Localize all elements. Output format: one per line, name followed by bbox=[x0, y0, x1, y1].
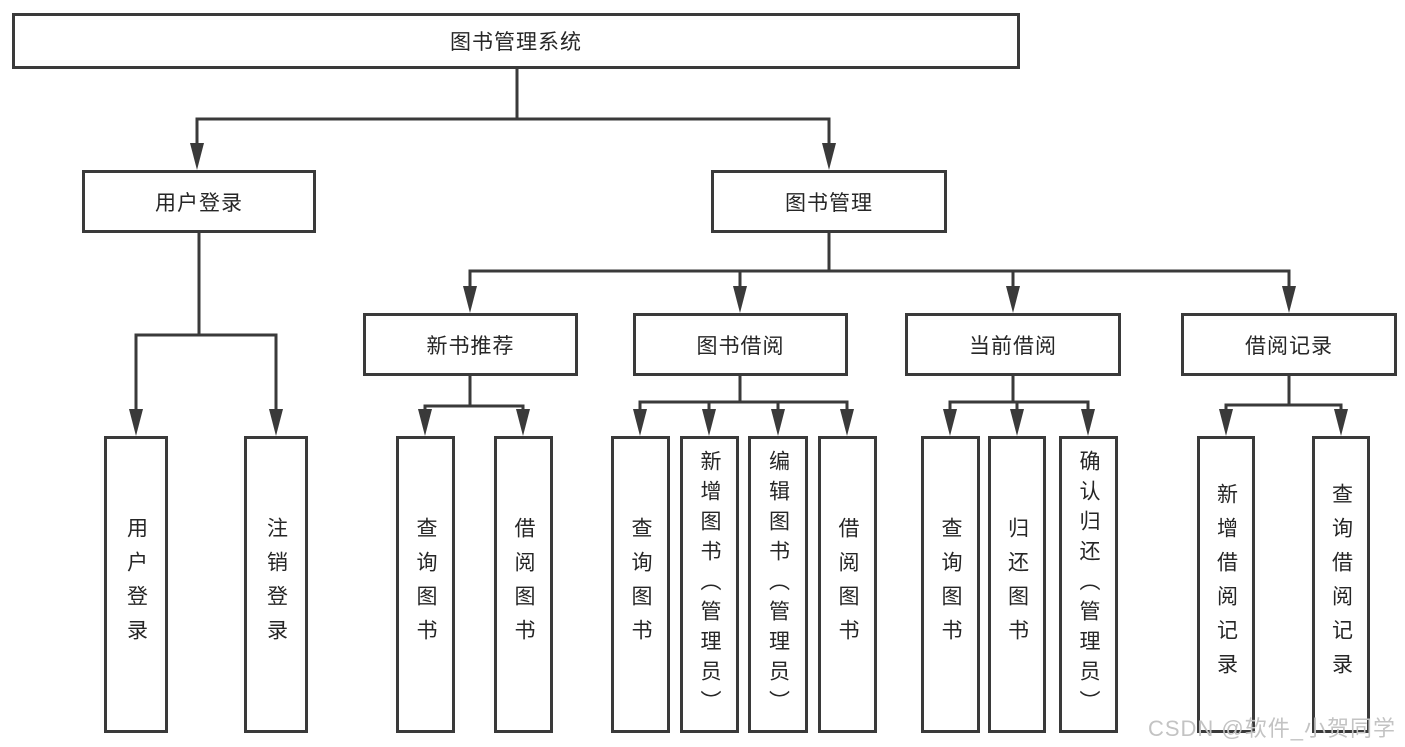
leaf-borrow-books-borrowing-label: 借阅图书 bbox=[836, 516, 859, 653]
node-user-login-label: 用户登录 bbox=[155, 191, 243, 215]
leaf-query-books-borrowing: 查询图书 bbox=[611, 436, 670, 733]
node-borrowing-records-label: 借阅记录 bbox=[1245, 334, 1333, 358]
node-new-book-recommend-label: 新书推荐 bbox=[426, 334, 515, 358]
leaf-return-books-label: 归还图书 bbox=[1005, 516, 1029, 653]
leaf-user-login-label: 用户登录 bbox=[124, 516, 148, 653]
leaf-query-borrow-record-label: 查询借阅记录 bbox=[1329, 482, 1353, 687]
leaf-edit-book-admin-label: 编辑图书（管理员） bbox=[766, 449, 790, 720]
leaf-add-borrow-record: 新增借阅记录 bbox=[1197, 436, 1255, 733]
leaf-query-books-current: 查询图书 bbox=[921, 436, 980, 733]
node-book-management: 图书管理 bbox=[711, 170, 947, 233]
node-library-system: 图书管理系统 bbox=[12, 13, 1020, 69]
leaf-borrow-books-recommend-label: 借阅图书 bbox=[512, 516, 535, 653]
node-book-borrowing: 图书借阅 bbox=[633, 313, 848, 376]
leaf-logout-login: 注销登录 bbox=[244, 436, 308, 733]
leaf-confirm-return-admin-label: 确认归还（管理员） bbox=[1077, 449, 1100, 720]
leaf-add-book-admin-label: 新增图书（管理员） bbox=[698, 449, 721, 720]
leaf-query-borrow-record: 查询借阅记录 bbox=[1312, 436, 1370, 733]
leaf-borrow-books-recommend: 借阅图书 bbox=[494, 436, 553, 733]
node-user-login: 用户登录 bbox=[82, 170, 316, 233]
leaf-query-books-recommend-label: 查询图书 bbox=[414, 516, 437, 653]
leaf-edit-book-admin: 编辑图书（管理员） bbox=[748, 436, 808, 733]
node-borrowing-records: 借阅记录 bbox=[1181, 313, 1397, 376]
node-current-borrowing-label: 当前借阅 bbox=[969, 334, 1057, 358]
leaf-logout-login-label: 注销登录 bbox=[264, 516, 288, 653]
leaf-user-login: 用户登录 bbox=[104, 436, 168, 733]
leaf-query-books-recommend: 查询图书 bbox=[396, 436, 455, 733]
leaf-query-books-current-label: 查询图书 bbox=[939, 516, 962, 653]
node-book-management-label: 图书管理 bbox=[785, 191, 873, 215]
leaf-add-book-admin: 新增图书（管理员） bbox=[680, 436, 739, 733]
leaf-return-books: 归还图书 bbox=[988, 436, 1046, 733]
node-new-book-recommend: 新书推荐 bbox=[363, 313, 578, 376]
leaf-confirm-return-admin: 确认归还（管理员） bbox=[1059, 436, 1118, 733]
leaf-add-borrow-record-label: 新增借阅记录 bbox=[1214, 482, 1238, 687]
node-book-borrowing-label: 图书借阅 bbox=[696, 334, 785, 358]
node-library-system-label: 图书管理系统 bbox=[450, 31, 582, 54]
watermark-text: CSDN @软件_小贺同学 bbox=[1147, 716, 1396, 741]
node-current-borrowing: 当前借阅 bbox=[905, 313, 1121, 376]
leaf-borrow-books-borrowing: 借阅图书 bbox=[818, 436, 877, 733]
leaf-query-books-borrowing-label: 查询图书 bbox=[629, 516, 652, 653]
